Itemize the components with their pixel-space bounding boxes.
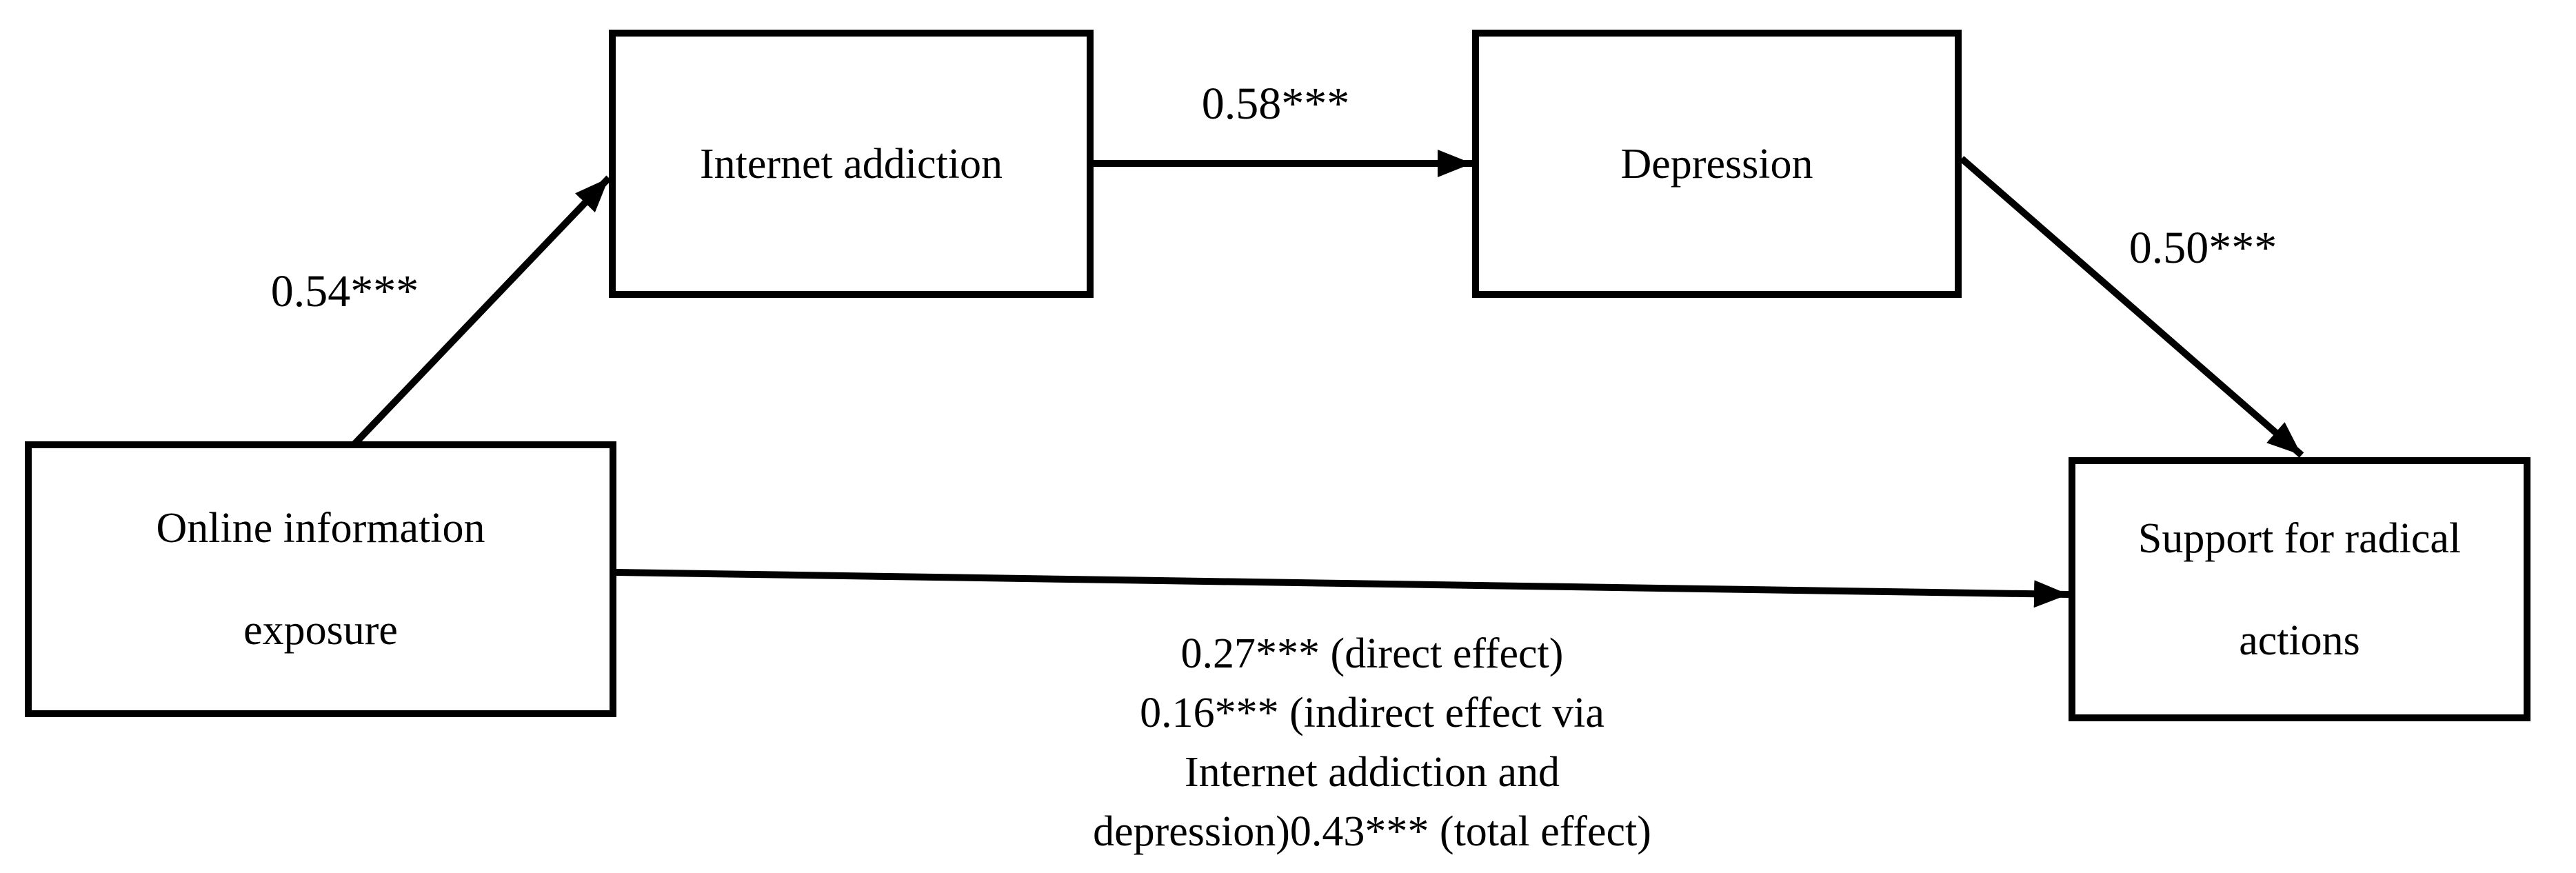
node-internet-addiction-label: Internet addiction <box>700 140 1003 188</box>
total-effect-line: depression)0.43*** (total effect) <box>1093 808 1651 855</box>
node-online-information-exposure-label-line1: Online information <box>156 505 485 552</box>
arrow-depression-to-support <box>1959 156 2304 458</box>
node-support-for-radical-actions-label-line2: actions <box>2239 616 2360 664</box>
arrow-oie-to-support-direct <box>616 569 2069 608</box>
indirect-effect-line-1: 0.16*** (indirect effect via <box>1140 690 1604 736</box>
arrow-oie-to-internet-addiction <box>321 175 612 479</box>
node-internet-addiction: Internet addiction <box>609 30 1094 298</box>
direct-effect-line: 0.27*** (direct effect) <box>1180 630 1564 677</box>
node-online-information-exposure: Online information exposure <box>25 441 616 717</box>
node-depression-label: Depression <box>1620 140 1813 188</box>
node-depression: Depression <box>1472 30 1962 298</box>
direct-indirect-total-effects-label: 0.27*** (direct effect) 0.16*** (indirec… <box>993 624 1751 861</box>
node-online-information-exposure-label-line2: exposure <box>243 607 398 654</box>
node-support-for-radical-actions-label-line1: Support for radical <box>2137 514 2462 562</box>
node-support-for-radical-actions: Support for radical actions <box>2069 457 2530 721</box>
indirect-effect-line-2: Internet addiction and <box>1184 749 1560 796</box>
coefficient-depression-to-support: 0.50*** <box>2129 223 2277 273</box>
coefficient-oie-to-internet-addiction: 0.54*** <box>270 266 419 317</box>
coefficient-internet-addiction-to-depression: 0.58*** <box>1201 79 1350 129</box>
